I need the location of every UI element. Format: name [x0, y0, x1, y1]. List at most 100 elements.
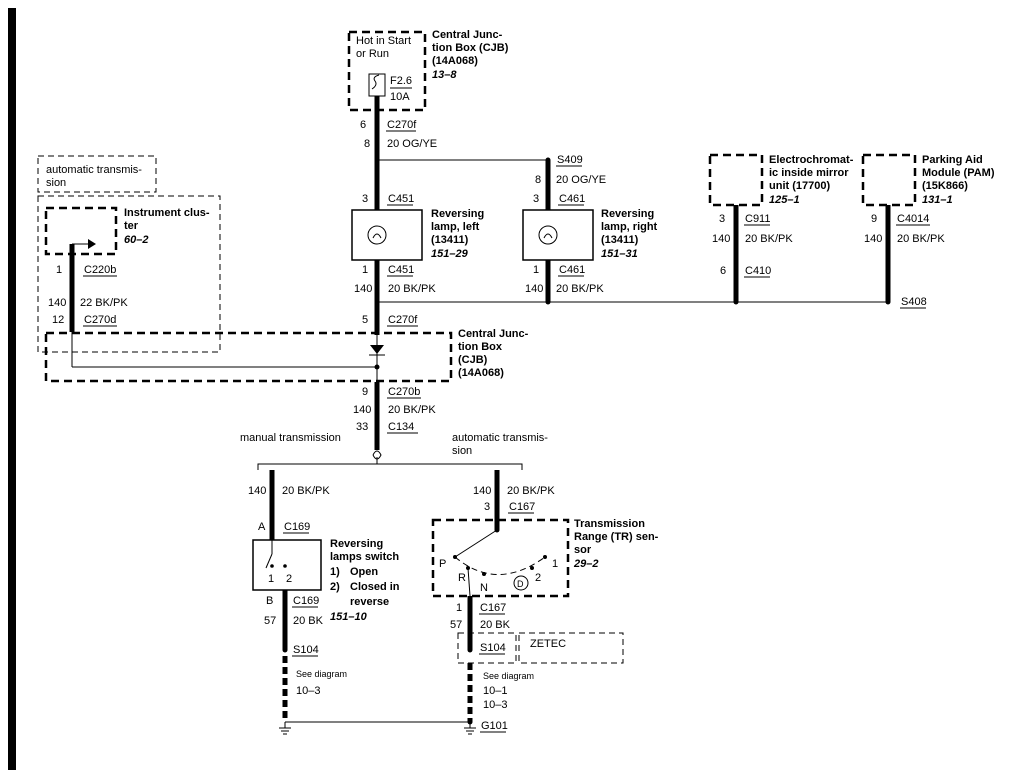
svg-text:Central Junc-: Central Junc-	[432, 29, 503, 41]
svg-text:140: 140	[354, 283, 372, 295]
svg-text:manual transmission: manual transmission	[240, 432, 341, 444]
svg-text:1: 1	[552, 558, 558, 570]
svg-text:Open: Open	[350, 566, 378, 578]
fuse-icon	[368, 73, 386, 97]
below-cjb-wire: 9 C270b 140 20 BK/PK 33 C134	[353, 382, 436, 460]
svg-text:2): 2)	[330, 581, 340, 593]
svg-text:C167: C167	[509, 501, 535, 513]
automatic-branch: 140 20 BK/PK 3 C167 P R N D 2 1 Transmis…	[285, 470, 659, 735]
svg-text:57: 57	[264, 615, 276, 627]
svg-text:33: 33	[356, 421, 368, 433]
svg-text:reverse: reverse	[350, 596, 389, 608]
svg-text:1): 1)	[330, 566, 340, 578]
svg-text:2: 2	[535, 572, 541, 584]
svg-text:C451: C451	[388, 264, 414, 276]
lamp-icon	[538, 225, 558, 245]
svg-text:ter: ter	[124, 220, 139, 232]
svg-text:9: 9	[362, 386, 368, 398]
svg-text:C270d: C270d	[84, 314, 116, 326]
svg-text:20 BK/PK: 20 BK/PK	[556, 283, 604, 295]
svg-text:or Run: or Run	[356, 48, 389, 60]
fuse-rating: 10A	[390, 91, 410, 103]
svg-text:20 BK/PK: 20 BK/PK	[897, 233, 945, 245]
svg-text:(CJB): (CJB)	[458, 354, 488, 366]
ground-icon	[279, 727, 291, 735]
svg-text:C169: C169	[293, 595, 319, 607]
svg-text:C461: C461	[559, 264, 585, 276]
ground-g101: G101	[481, 720, 508, 732]
svg-text:10–3: 10–3	[483, 699, 507, 711]
svg-text:Central Junc-: Central Junc-	[458, 328, 529, 340]
svg-text:N: N	[480, 582, 488, 594]
svg-text:Reversing: Reversing	[601, 208, 654, 220]
parking-aid-module: Parking Aid Module (PAM) (15K866) 131–1 …	[861, 153, 995, 309]
svg-text:sor: sor	[574, 544, 592, 556]
svg-text:automatic transmis-: automatic transmis-	[452, 432, 548, 444]
svg-text:151–29: 151–29	[431, 248, 469, 260]
svg-text:140: 140	[525, 283, 543, 295]
svg-text:8: 8	[364, 138, 370, 150]
ground-icon	[464, 727, 476, 735]
svg-text:3: 3	[362, 193, 368, 205]
cjb-top: Hot in Start or Run F2.6 10A Central Jun…	[347, 29, 509, 112]
lamp-icon	[367, 225, 387, 245]
svg-text:12: 12	[52, 314, 64, 326]
electrochromatic-mirror: Electrochromat- ic inside mirror unit (1…	[708, 153, 854, 302]
svg-text:9: 9	[871, 213, 877, 225]
svg-text:20 BK/PK: 20 BK/PK	[388, 404, 436, 416]
svg-text:20 OG/YE: 20 OG/YE	[387, 138, 437, 150]
svg-text:140: 140	[248, 485, 266, 497]
svg-text:3: 3	[484, 501, 490, 513]
svg-text:(14A068): (14A068)	[458, 367, 504, 379]
svg-text:1: 1	[56, 264, 62, 276]
svg-text:sion: sion	[452, 445, 472, 457]
range-selector-icon	[454, 529, 498, 558]
svg-text:(14A068): (14A068)	[432, 55, 478, 67]
svg-text:C167: C167	[480, 602, 506, 614]
cjb-mid: 5 C270f Central Junc- tion Box (CJB) (14…	[44, 302, 529, 383]
svg-text:C270b: C270b	[388, 386, 420, 398]
svg-text:C270f: C270f	[388, 314, 418, 326]
svg-text:20 BK/PK: 20 BK/PK	[745, 233, 793, 245]
svg-text:(13411): (13411)	[431, 234, 469, 246]
svg-text:131–1: 131–1	[922, 194, 953, 206]
svg-text:3: 3	[719, 213, 725, 225]
svg-text:unit (17700): unit (17700)	[769, 180, 830, 192]
splice-s104: S104	[293, 644, 319, 656]
svg-text:20 BK/PK: 20 BK/PK	[388, 283, 436, 295]
switch-contact-icon	[265, 553, 273, 569]
svg-text:C911: C911	[745, 213, 770, 225]
svg-text:R: R	[458, 572, 466, 584]
svg-text:C270f: C270f	[387, 119, 417, 131]
svg-text:Electrochromat-: Electrochromat-	[769, 154, 854, 166]
svg-text:Instrument clus-: Instrument clus-	[124, 207, 210, 219]
svg-text:ic inside mirror: ic inside mirror	[769, 167, 849, 179]
diode-icon	[370, 345, 384, 354]
svg-text:140: 140	[864, 233, 882, 245]
manual-branch: 140 20 BK/PK A C169 1 2 Reversing lamps …	[248, 470, 400, 735]
svg-text:Closed in: Closed in	[350, 581, 400, 593]
svg-text:C410: C410	[745, 265, 771, 277]
svg-text:Reversing: Reversing	[431, 208, 484, 220]
svg-text:140: 140	[473, 485, 491, 497]
svg-text:10–1: 10–1	[483, 685, 507, 697]
svg-text:tion Box (CJB): tion Box (CJB)	[432, 42, 509, 54]
fuse-element-icon	[371, 74, 380, 90]
svg-text:8: 8	[535, 174, 541, 186]
svg-text:lamp, right: lamp, right	[601, 221, 658, 233]
svg-text:B: B	[266, 595, 273, 607]
svg-text:5: 5	[362, 314, 368, 326]
svg-text:C451: C451	[388, 193, 414, 205]
left-margin-bar	[8, 8, 16, 770]
svg-text:151–10: 151–10	[330, 611, 368, 623]
svg-text:(15K866): (15K866)	[922, 180, 968, 192]
svg-text:140: 140	[48, 297, 66, 309]
svg-text:P: P	[439, 558, 446, 570]
svg-text:automatic transmis-: automatic transmis-	[46, 164, 142, 176]
svg-text:20 BK: 20 BK	[293, 615, 324, 627]
splice-s104-auto: S104	[480, 642, 506, 654]
svg-text:20 BK/PK: 20 BK/PK	[282, 485, 330, 497]
svg-text:10–3: 10–3	[296, 685, 320, 697]
transmission-branch: manual transmission automatic transmis- …	[240, 432, 548, 470]
